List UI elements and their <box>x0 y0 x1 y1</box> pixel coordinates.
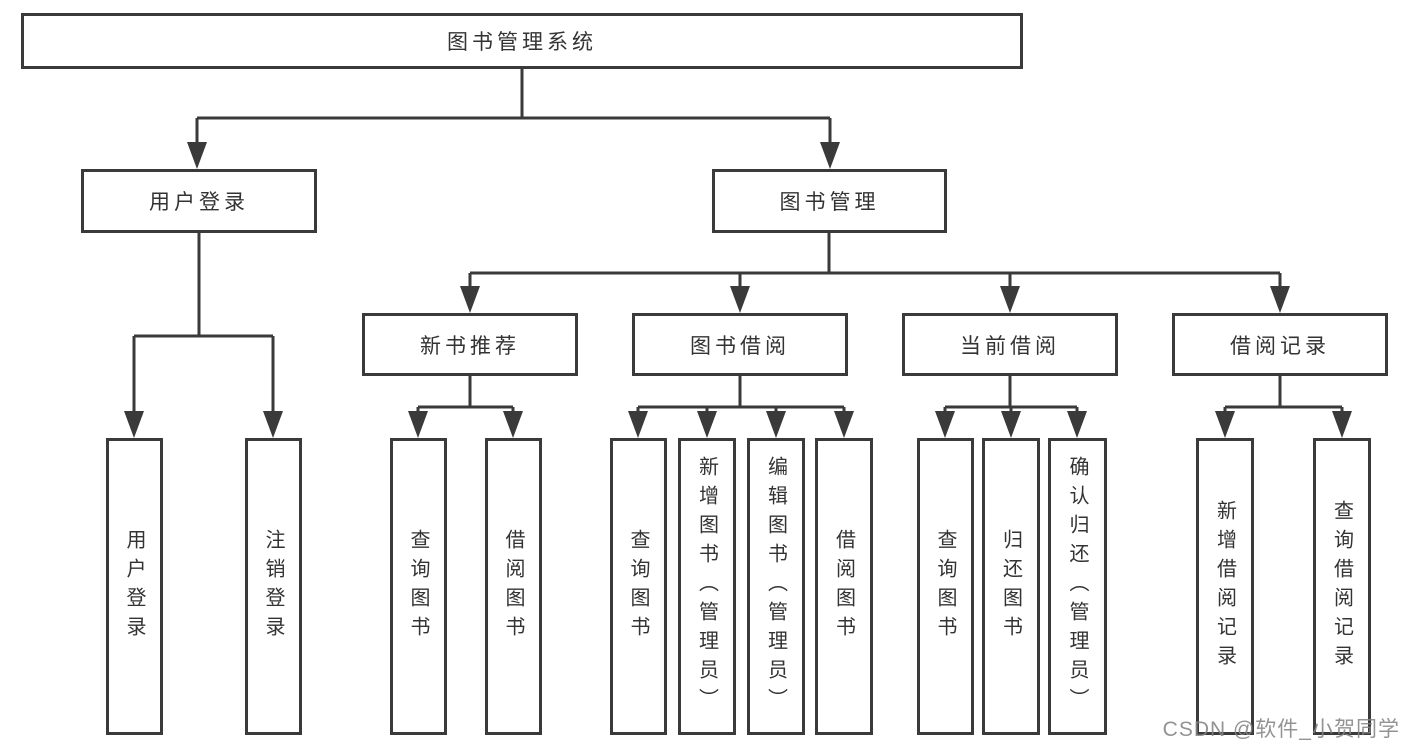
node-leaf-return-books: 归还图书 <box>982 438 1040 735</box>
node-leaf-add-borrow-record: 新增借阅记录 <box>1196 438 1254 735</box>
node-leaf-query-books-borrow: 查询图书 <box>610 438 667 735</box>
node-leaf-logout: 注销登录 <box>245 438 302 735</box>
node-borrowing-records: 借阅记录 <box>1172 313 1388 376</box>
arrowheads <box>124 142 1352 438</box>
tree-edges <box>132 69 1344 415</box>
node-leaf-query-borrow-record: 查询借阅记录 <box>1313 438 1371 735</box>
node-leaf-borrow-books-recommend: 借阅图书 <box>485 438 542 735</box>
node-book-management: 图书管理 <box>712 169 947 233</box>
node-leaf-query-books-current: 查询图书 <box>917 438 974 735</box>
node-book-borrowing: 图书借阅 <box>632 313 848 376</box>
node-leaf-edit-books-admin: 编辑图书（管理员） <box>747 438 805 735</box>
node-root-library-system: 图书管理系统 <box>21 13 1023 69</box>
node-new-book-recommendation: 新书推荐 <box>362 313 578 376</box>
node-leaf-add-books-admin: 新增图书（管理员） <box>678 438 736 735</box>
node-user-login: 用户登录 <box>81 169 317 233</box>
node-current-borrowing: 当前借阅 <box>902 313 1118 376</box>
node-leaf-confirm-return-admin: 确认归还（管理员） <box>1048 438 1107 735</box>
node-leaf-borrow-books: 借阅图书 <box>815 438 873 735</box>
node-leaf-user-login: 用户登录 <box>106 438 163 735</box>
node-leaf-query-books-recommend: 查询图书 <box>390 438 447 735</box>
